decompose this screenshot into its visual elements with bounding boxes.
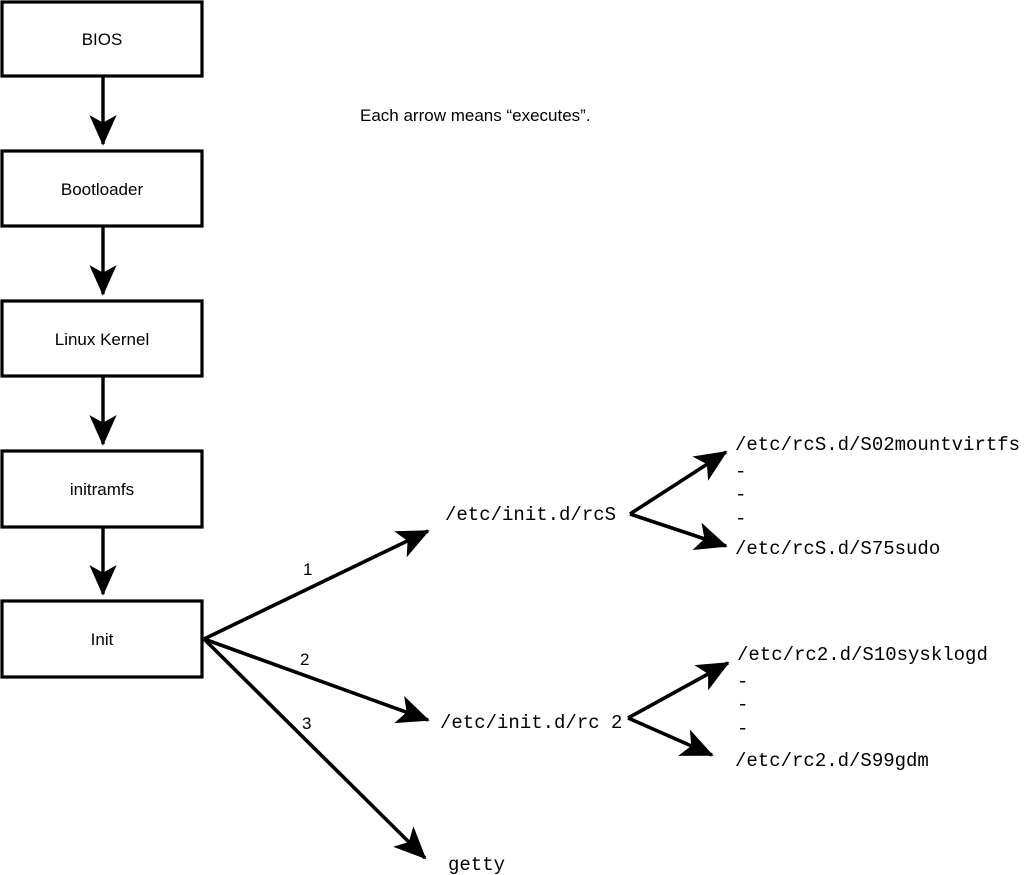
node-linux-kernel[interactable]: Linux Kernel	[0, 299, 204, 378]
rcs-ellipsis-dash-2: -	[735, 484, 746, 506]
rcs-target-label: /etc/init.d/rcS	[445, 504, 616, 526]
rcs-last-script-label: /etc/rcS.d/S75sudo	[735, 538, 940, 560]
bootloader-box[interactable]	[0, 149, 204, 228]
arrow-init-to-rc2	[203, 637, 430, 724]
initramfs-box[interactable]	[0, 449, 204, 529]
rc2-target-label: /etc/init.d/rc 2	[440, 712, 622, 734]
node-bootloader[interactable]: Bootloader	[0, 149, 204, 228]
arrow-rc2-to-first-script	[627, 661, 730, 720]
rc2-ellipsis-dash-1: -	[737, 671, 748, 693]
rc2-ellipsis-dash-3: -	[737, 718, 748, 740]
rcs-ellipsis-dash-1: -	[735, 461, 746, 483]
bios-label: BIOS	[82, 30, 123, 49]
rcs-ellipsis-dash-3: -	[735, 508, 746, 530]
init-box[interactable]	[0, 599, 204, 679]
rc2-ellipsis-dash-2: -	[737, 694, 748, 716]
rc2-last-script-label: /etc/rc2.d/S99gdm	[735, 750, 929, 772]
init-label: Init	[91, 630, 114, 649]
node-initramfs[interactable]: initramfs	[0, 449, 204, 529]
node-init[interactable]: Init	[0, 599, 204, 679]
bios-box[interactable]	[0, 0, 204, 78]
rcs-first-script-label: /etc/rcS.d/S02mountvirtfs	[735, 434, 1020, 456]
diagram-caption: Each arrow means “executes”.	[360, 106, 591, 125]
arrow-rcs-to-last-script	[629, 512, 728, 550]
branch-number-1: 1	[303, 560, 312, 579]
arrow-init-to-rcs	[203, 529, 430, 641]
arrow-init-to-getty	[202, 637, 427, 860]
linux-kernel-label: Linux Kernel	[55, 330, 150, 349]
rc2-first-script-label: /etc/rc2.d/S10sysklogd	[737, 644, 988, 666]
getty-target-label: getty	[448, 854, 505, 875]
branch-number-3: 3	[302, 714, 311, 733]
bootloader-label: Bootloader	[61, 180, 144, 199]
arrow-rcs-to-first-script	[629, 450, 728, 516]
node-bios[interactable]: BIOS	[0, 0, 204, 78]
initramfs-label: initramfs	[70, 480, 134, 499]
branch-number-2: 2	[300, 650, 309, 669]
arrow-rc2-to-last-script	[627, 716, 714, 757]
